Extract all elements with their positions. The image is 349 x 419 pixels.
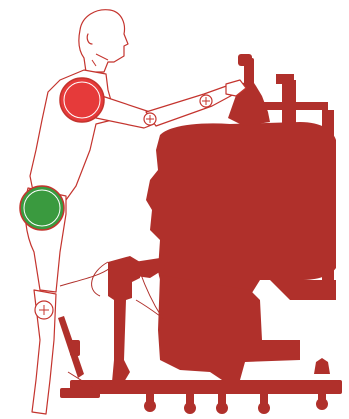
knee-joint-marker-icon	[35, 301, 53, 319]
machine-frame-brace	[270, 280, 336, 300]
wrist-joint-marker-icon	[200, 95, 212, 107]
machine-lower-base	[158, 275, 300, 382]
machine-handle-knob	[238, 54, 252, 66]
shoulder-stress-marker-icon	[60, 78, 104, 122]
machine-top-rail	[258, 102, 328, 110]
machine-base-rail	[70, 380, 342, 394]
elbow-joint-marker-icon	[144, 113, 156, 125]
machine-left-stand	[108, 256, 140, 382]
hip-ok-marker-icon	[20, 186, 64, 230]
machine-drum-body	[146, 122, 336, 300]
operator-head	[79, 10, 128, 72]
machine-right-frame	[322, 110, 334, 290]
machine-right-cap	[276, 74, 294, 84]
operator-forearm	[146, 84, 238, 126]
machine-side-tank	[314, 358, 330, 374]
machine-base-foot-left	[60, 388, 100, 398]
